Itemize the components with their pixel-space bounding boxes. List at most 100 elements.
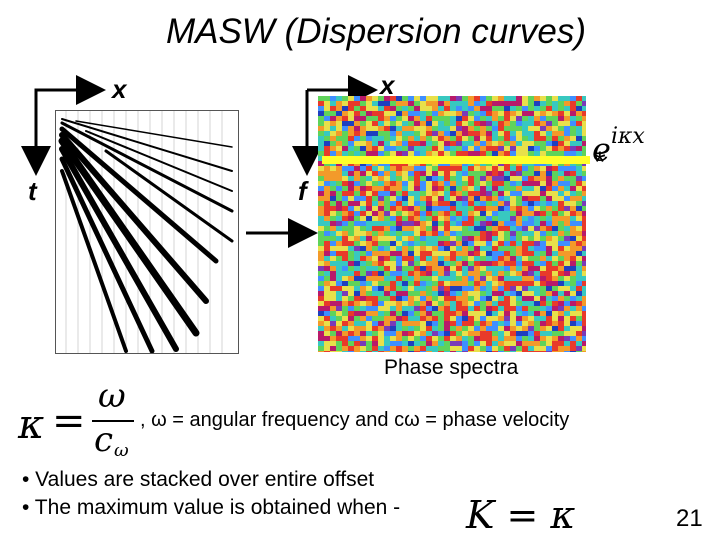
spectra-cell <box>384 276 390 281</box>
spectra-cell <box>540 311 546 316</box>
spectra-cell <box>486 196 492 201</box>
spectra-cell <box>558 256 564 261</box>
spectra-cell <box>408 296 414 301</box>
spectra-cell <box>324 191 330 196</box>
spectra-cell <box>582 271 588 276</box>
spectra-cell <box>540 116 546 121</box>
spectra-cell <box>354 201 360 206</box>
spectra-cell <box>522 171 528 176</box>
spectra-cell <box>576 166 582 171</box>
spectra-cell <box>498 251 504 256</box>
spectra-cell <box>480 316 486 321</box>
spectra-cell <box>456 101 462 106</box>
spectra-cell <box>468 276 474 281</box>
spectra-cell <box>426 181 432 186</box>
spectra-cell <box>372 221 378 226</box>
spectra-cell <box>540 221 546 226</box>
spectra-cell <box>372 111 378 116</box>
spectra-cell <box>528 291 534 296</box>
spectra-cell <box>318 321 324 326</box>
spectra-cell <box>390 316 396 321</box>
spectra-cell <box>396 171 402 176</box>
spectra-cell <box>390 246 396 251</box>
spectra-cell <box>486 216 492 221</box>
spectra-cell <box>546 341 552 346</box>
spectra-cell <box>528 321 534 326</box>
spectra-cell <box>582 341 588 346</box>
spectra-cell <box>552 241 558 246</box>
spectra-cell <box>402 136 408 141</box>
spectra-cell <box>378 171 384 176</box>
spectra-cell <box>366 336 372 341</box>
spectra-cell <box>480 206 486 211</box>
spectra-cell <box>522 231 528 236</box>
spectra-cell <box>564 231 570 236</box>
spectra-cell <box>336 121 342 126</box>
spectra-cell <box>570 151 576 156</box>
spectra-cell <box>348 266 354 271</box>
spectra-cell <box>468 241 474 246</box>
spectra-cell <box>522 221 528 226</box>
spectra-cell <box>402 226 408 231</box>
spectra-cell <box>570 201 576 206</box>
spectra-cell <box>324 171 330 176</box>
spectra-cell <box>492 116 498 121</box>
spectra-cell <box>498 101 504 106</box>
spectra-cell <box>390 191 396 196</box>
spectra-cell <box>336 116 342 121</box>
spectra-cell <box>444 146 450 151</box>
spectra-cell <box>528 336 534 341</box>
spectra-cell <box>576 321 582 326</box>
spectra-cell <box>390 171 396 176</box>
spectra-cell <box>480 276 486 281</box>
spectra-cell <box>576 221 582 226</box>
spectra-cell <box>498 336 504 341</box>
spectra-cell <box>474 291 480 296</box>
spectra-cell <box>540 136 546 141</box>
spectra-cell <box>372 236 378 241</box>
spectra-cell <box>546 291 552 296</box>
spectra-cell <box>570 121 576 126</box>
spectra-cell <box>444 306 450 311</box>
spectra-cell <box>528 251 534 256</box>
spectra-cell <box>528 261 534 266</box>
spectra-cell <box>384 326 390 331</box>
spectra-cell <box>360 206 366 211</box>
spectra-cell <box>414 201 420 206</box>
spectra-cell <box>462 286 468 291</box>
spectra-cell <box>438 101 444 106</box>
f-label: f <box>298 176 307 206</box>
spectra-cell <box>318 156 324 161</box>
spectra-cell <box>360 341 366 346</box>
spectra-cell <box>480 231 486 236</box>
spectra-cell <box>456 236 462 241</box>
spectra-cell <box>444 131 450 136</box>
spectra-cell <box>402 126 408 131</box>
spectra-cell <box>348 166 354 171</box>
spectra-cell <box>366 281 372 286</box>
spectra-cell <box>378 201 384 206</box>
spectra-cell <box>462 106 468 111</box>
spectra-cell <box>558 276 564 281</box>
spectra-cell <box>576 111 582 116</box>
spectra-cell <box>390 146 396 151</box>
spectra-cell <box>450 316 456 321</box>
spectra-cell <box>486 111 492 116</box>
spectra-cell <box>558 281 564 286</box>
phase-spectra-image <box>318 96 588 356</box>
spectra-cell <box>372 316 378 321</box>
spectra-cell <box>408 251 414 256</box>
spectra-cell <box>378 126 384 131</box>
spectra-cell <box>372 281 378 286</box>
spectra-cell <box>420 101 426 106</box>
spectra-cell <box>414 241 420 246</box>
spectra-cell <box>402 336 408 341</box>
spectra-cell <box>354 111 360 116</box>
spectra-cell <box>438 126 444 131</box>
spectra-cell <box>354 351 360 356</box>
spectra-cell <box>498 131 504 136</box>
spectra-cell <box>426 121 432 126</box>
spectra-cell <box>444 351 450 356</box>
spectra-cell <box>342 331 348 336</box>
spectra-cell <box>456 261 462 266</box>
